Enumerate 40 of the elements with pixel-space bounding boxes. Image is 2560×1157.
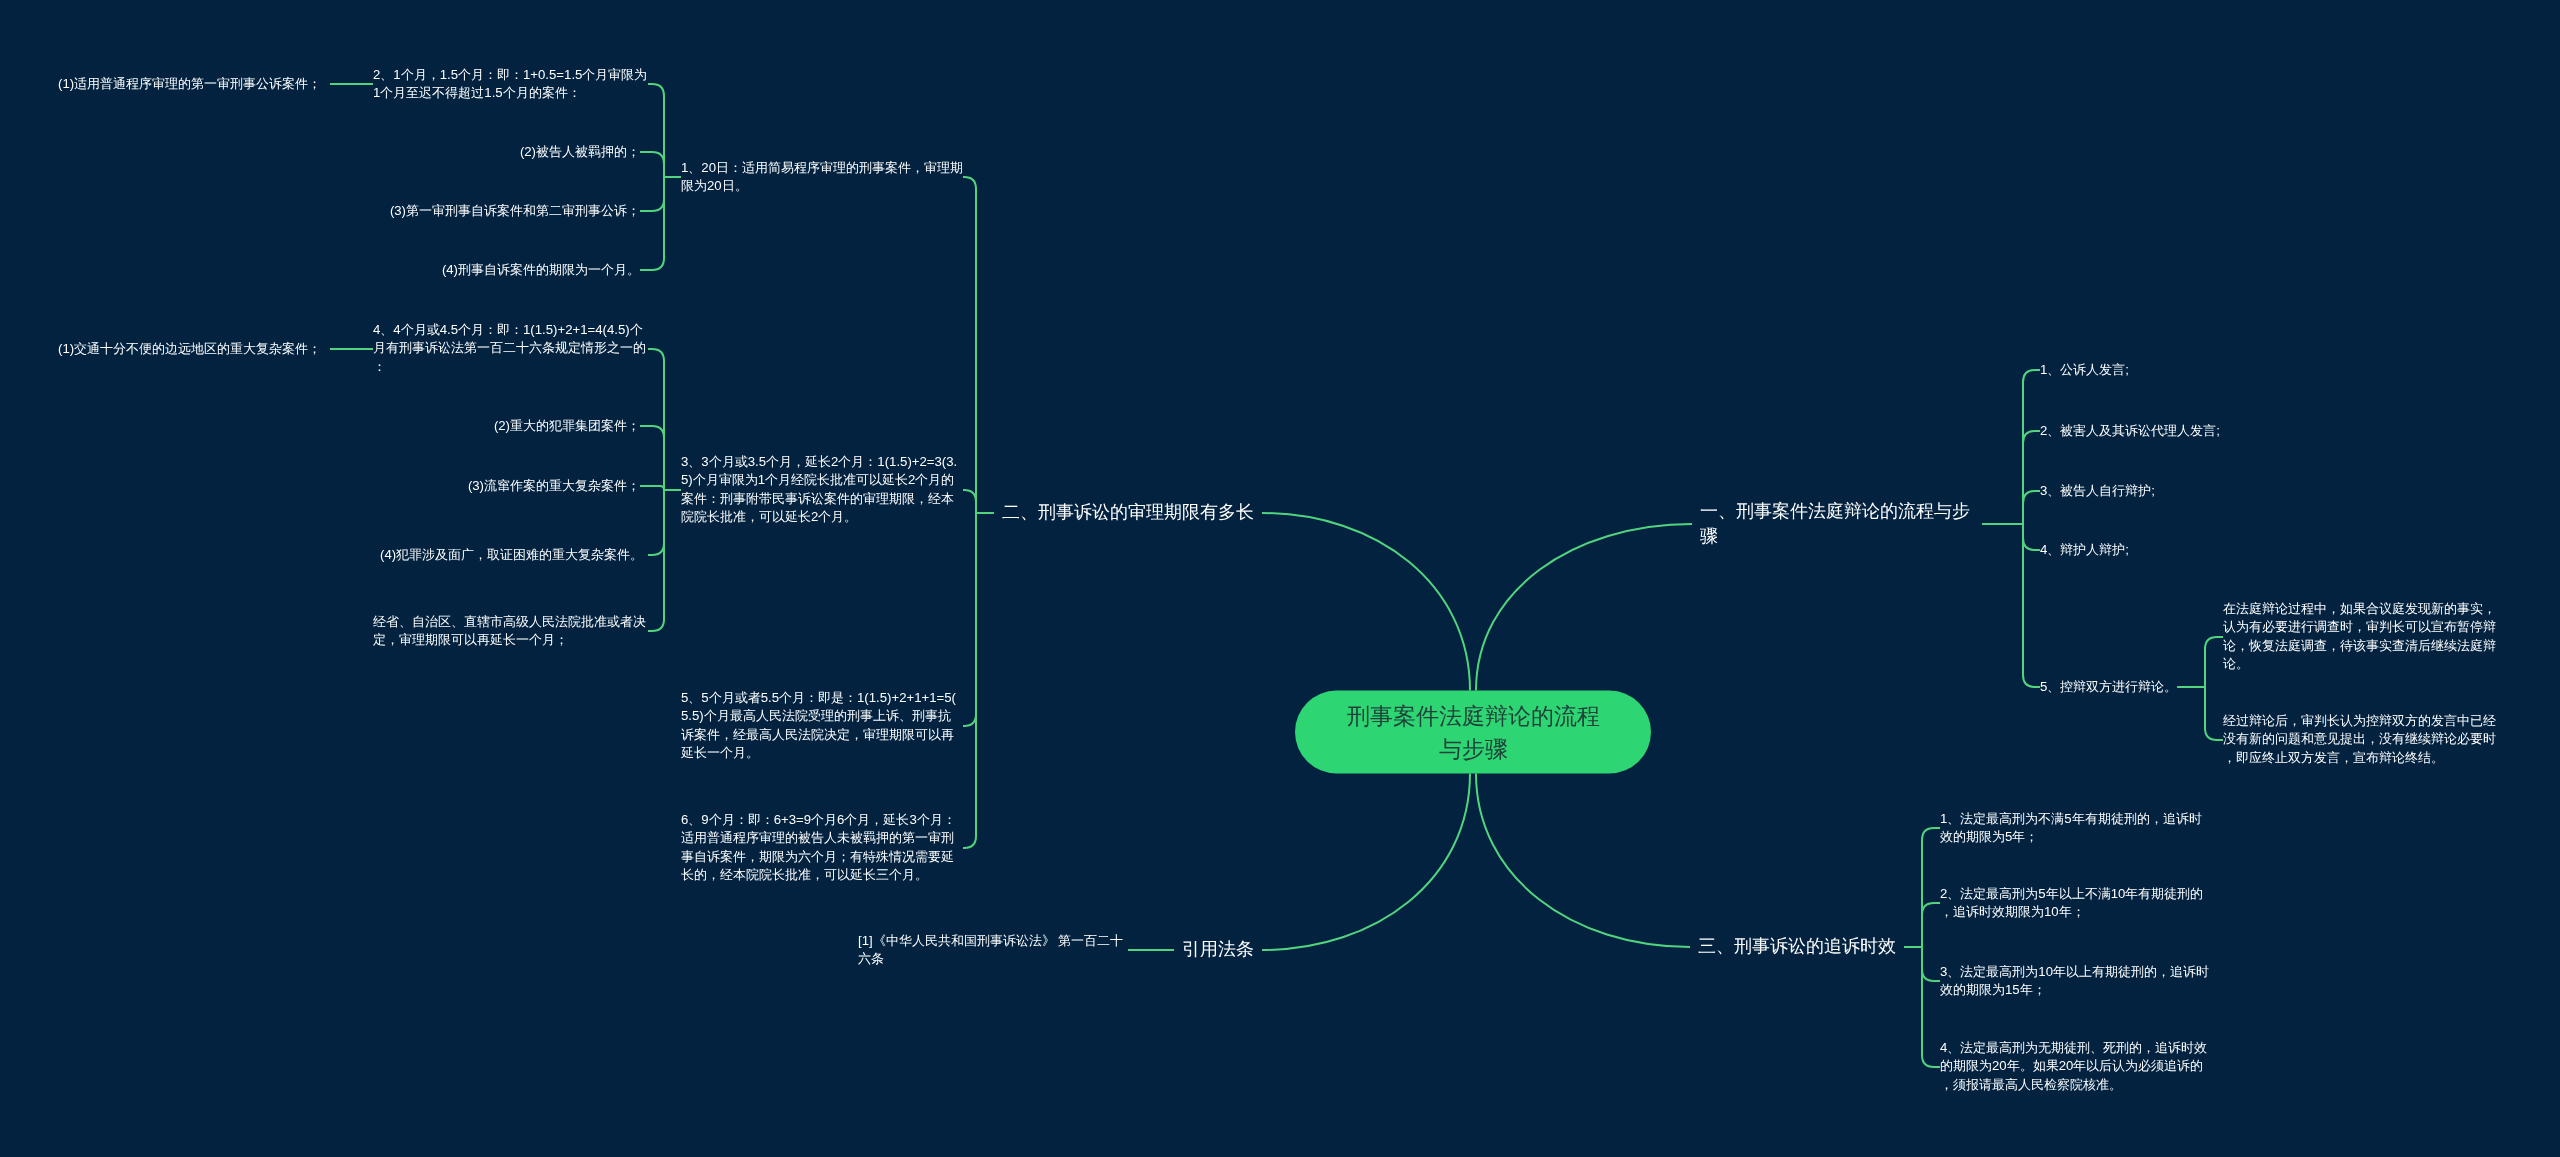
- subtopic-text: 1、公诉人发言;: [2040, 360, 2129, 380]
- connector-line: [1475, 523, 1693, 692]
- subtopic-text: (4)犯罪涉及面广，取证困难的重大复杂案件。: [380, 545, 648, 565]
- subtopic-text: 经省、自治区、直辖市高级人民法院批准或者决定，审理期限可以再延长一个月；: [373, 612, 648, 650]
- connector-line: [1261, 772, 1471, 951]
- subtopic-text: 3、3个月或3.5个月，延长2个月：1(1.5)+2=3(3.5)个月审限为1个月经院长批准可以延长2个月的案件：刑事附带民事诉讼案件的审理期限，经本院院长批准，可以延长2个月。: [681, 453, 963, 527]
- subtopic-text: 3、被告人自行辩护;: [2040, 481, 2155, 501]
- subtopic-text: 1、法定最高刑为不满5年有期徒刑的，追诉时效的期限为5年；: [1940, 809, 2212, 847]
- subtopic-text: (4)刑事自诉案件的期限为一个月。: [441, 260, 640, 280]
- subtopic-text: (3)第一审刑事自诉案件和第二审刑事公诉；: [389, 201, 640, 221]
- connector-line: [1475, 772, 1691, 948]
- subtopic-text: 5、控辩双方进行辩论。: [2040, 677, 2178, 697]
- branch-topic: 二、刑事诉讼的审理期限有多长: [994, 500, 1262, 526]
- connector-line: [329, 348, 374, 350]
- subtopic-text: 2、被害人及其诉讼代理人发言;: [2040, 421, 2220, 441]
- subtopic-text: 经过辩论后，审判长认为控辩双方的发言中已经没有新的问题和意见提出，没有继续辩论必要时，即应终止双方发言，宣布辩论终结。: [2223, 712, 2499, 768]
- subtopic-text: 3、法定最高刑为10年以上有期徒刑的，追诉时效的期限为15年；: [1940, 962, 2212, 1000]
- subtopic-text: (1)交通十分不便的边远地区的重大复杂案件；: [58, 339, 330, 359]
- branch-topic: 一、刑事案件法庭辩论的流程与步骤: [1692, 498, 1982, 550]
- subtopic-text: [1]《中华人民共和国刑事诉讼法》 第一百二十六条: [858, 931, 1128, 969]
- connector-line: [1261, 512, 1471, 692]
- subtopic-text: 5、5个月或者5.5个月：即是：1(1.5)+2+1+1=5(5.5)个月最高人民法院受理的刑事上诉、刑事抗诉案件，经最高人民法院决定，审理期限可以再延长一个月。: [681, 689, 963, 763]
- subtopic-text: (2)被告人被羁押的；: [519, 142, 640, 162]
- connector-line: [962, 512, 995, 849]
- subtopic-text: 在法庭辩论过程中，如果合议庭发现新的事实，认为有必要进行调查时，审判长可以宣布暂停辩论，恢复法庭调查，待该事实查清后继续法庭辩论。: [2223, 600, 2499, 674]
- subtopic-text: 1、20日：适用简易程序审理的刑事案件，审理期限为20日。: [681, 158, 963, 196]
- subtopic-text: 4、辩护人辩护;: [2040, 540, 2129, 560]
- subtopic-text: 2、1个月，1.5个月：即：1+0.5=1.5个月审限为1个月至迟不得超过1.5个月的案件：: [373, 65, 648, 103]
- subtopic-text: (1)适用普通程序审理的第一审刑事公诉案件；: [58, 74, 330, 94]
- connector-line: [329, 83, 374, 85]
- branch-topic: 引用法条: [1174, 937, 1262, 963]
- subtopic-text: 4、法定最高刑为无期徒刑、死刑的，追诉时效的期限为20年。如果20年以后认为必须追诉的，须报请最高人民检察院核准。: [1940, 1039, 2212, 1095]
- subtopic-text: (2)重大的犯罪集团案件；: [493, 416, 640, 436]
- subtopic-text: 2、法定最高刑为5年以上不满10年有期徒刑的，追诉时效期限为10年；: [1940, 884, 2212, 922]
- subtopic-text: (3)流窜作案的重大复杂案件；: [467, 476, 640, 496]
- connector-line: [1127, 949, 1175, 951]
- central-topic: 刑事案件法庭辩论的流程与步骤: [1295, 690, 1651, 774]
- subtopic-text: 4、4个月或4.5个月：即：1(1.5)+2+1=4(4.5)个月有刑事诉讼法第一百二十六条规定情形之一的：: [373, 321, 648, 377]
- branch-topic: 三、刑事诉讼的追诉时效: [1690, 934, 1904, 960]
- subtopic-text: 6、9个月：即：6+3=9个月6个月，延长3个月：适用普通程序审理的被告人未被羁押的第一审刑事自诉案件，期限为六个月；有特殊情况需要延长的，经本院院长批准，可以延长三个月。: [681, 811, 963, 885]
